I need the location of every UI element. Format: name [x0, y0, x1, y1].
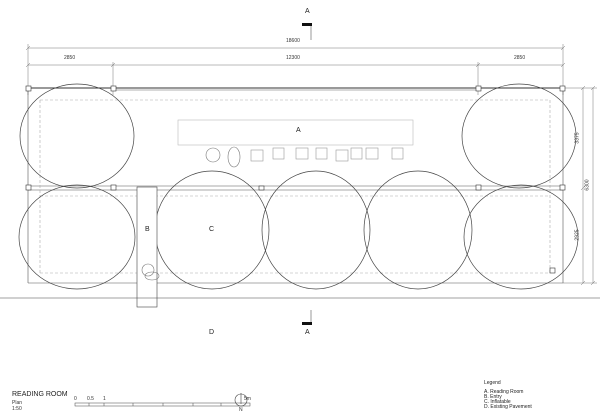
legend-item: D. Existing Pavement: [484, 404, 532, 410]
scale-bar: [74, 402, 251, 407]
scale-tick-05: 0.5: [87, 396, 94, 402]
dim-right: 2850: [514, 55, 526, 61]
section-label-bottom: A: [305, 329, 310, 336]
scale-tick-1: 1: [103, 396, 106, 402]
dim-right-overall: 6300: [584, 179, 591, 191]
dim-left: 2850: [64, 55, 76, 61]
people-figures: [141, 146, 241, 281]
section-mark-bottom: [302, 322, 312, 325]
drawing-scale: 1:50: [12, 406, 22, 412]
entry-ramp: [136, 186, 158, 308]
legend-title: Legend: [484, 380, 501, 386]
columns: [25, 85, 566, 274]
scale-tick-5m: 5m: [244, 396, 251, 402]
drawing-title: READING ROOM: [12, 391, 68, 398]
zone-label-c: C: [209, 226, 215, 233]
north-label: N: [239, 407, 243, 413]
dim-right-upper: 3375: [574, 132, 581, 144]
legend-item: B. Entry: [484, 394, 502, 400]
walls: [0, 87, 600, 299]
inflatables: [18, 83, 579, 290]
dim-middle: 12300: [286, 55, 300, 61]
zone-label-a: A: [296, 127, 301, 134]
section-mark-top: [302, 23, 312, 26]
reading-table: [177, 119, 414, 146]
drawing-view: Plan: [12, 400, 23, 406]
section-label-top: A: [305, 8, 310, 15]
legend-item: C. Inflatable: [484, 399, 511, 405]
dimension-lines: [25, 44, 597, 286]
dim-right-lower: 2925: [574, 229, 581, 241]
zone-label-b: B: [145, 226, 150, 233]
legend-item: A. Reading Room: [484, 389, 524, 395]
legend: Legend A. Reading Room B. Entry C. Infla…: [484, 381, 532, 410]
scale-tick-0: 0: [74, 396, 77, 402]
chairs: [250, 147, 404, 162]
dim-overall: 18600: [286, 38, 300, 44]
zone-label-d: D: [209, 329, 215, 336]
